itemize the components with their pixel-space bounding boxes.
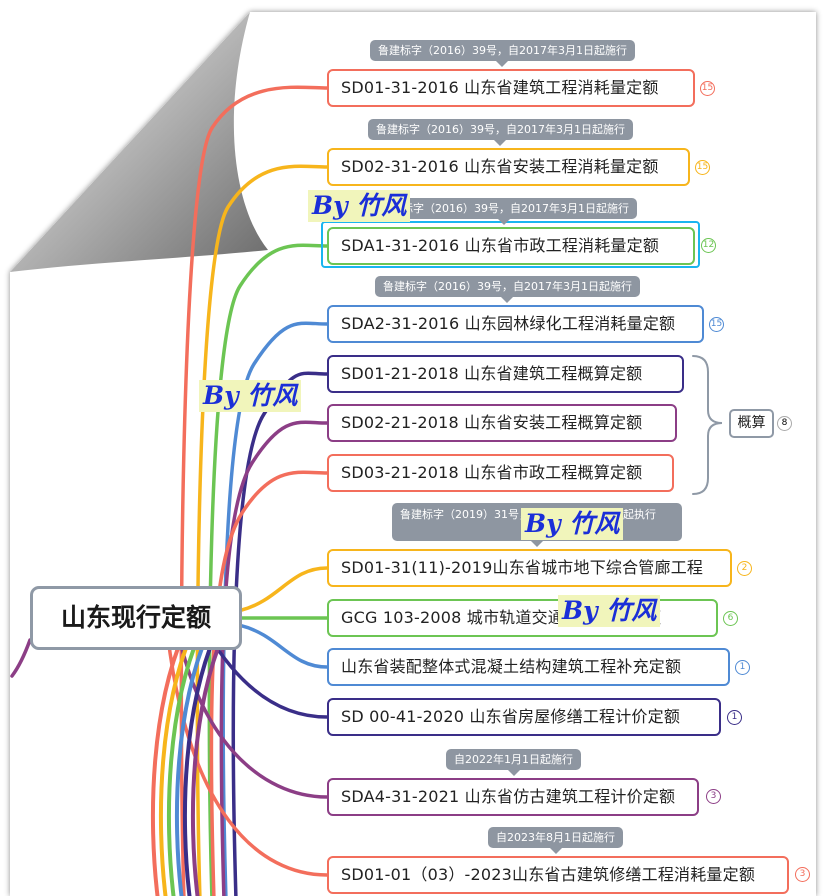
connector-line [158, 618, 200, 896]
connector-line [174, 618, 329, 799]
branch-node[interactable]: SD01-31-2016 山东省建筑工程消耗量定额 [327, 69, 695, 107]
summary-node[interactable]: 概算 [729, 409, 774, 438]
count-badge[interactable]: 3 [795, 867, 810, 882]
branch-node[interactable]: SD02-21-2018 山东省安装工程概算定额 [327, 404, 677, 442]
branch-node[interactable]: SD02-31-2016 山东省安装工程消耗量定额 [327, 148, 690, 186]
connector-line [238, 623, 329, 669]
connector-line [164, 618, 329, 877]
count-badge[interactable]: 1 [735, 660, 750, 675]
watermark: By 竹风 [558, 595, 661, 627]
central-topic[interactable]: 山东现行定额 [30, 586, 242, 650]
connector-line [174, 618, 216, 896]
connector-line [150, 618, 192, 896]
group-bracket [692, 355, 723, 495]
connector-line [182, 618, 224, 896]
connector-line [190, 618, 232, 896]
connector-line [209, 470, 329, 896]
count-badge[interactable]: 2 [737, 561, 752, 576]
connector-line [207, 243, 329, 896]
branch-node[interactable]: SD 00-41-2020 山东省房屋修缮工程计价定额 [327, 698, 721, 736]
connector-line [231, 371, 329, 896]
branch-node[interactable]: SDA1-31-2016 山东省市政工程消耗量定额 [327, 227, 695, 265]
branch-node[interactable]: SD03-21-2018 山东省市政工程概算定额 [327, 454, 674, 492]
watermark: By 竹风 [199, 380, 302, 412]
node-label: 自2023年8月1日起施行 [488, 827, 623, 854]
branch-node[interactable]: SD01-21-2018 山东省建筑工程概算定额 [327, 355, 684, 393]
count-badge[interactable]: 15 [700, 81, 715, 96]
connector-line [219, 420, 329, 896]
node-label: 鲁建标字（2016）39号，自2017年3月1日起施行 [375, 276, 640, 303]
node-label: 自2022年1月1日起施行 [446, 749, 581, 776]
branch-node[interactable]: SDA4-31-2021 山东省仿古建筑工程计价定额 [327, 778, 699, 816]
count-badge[interactable]: 6 [723, 611, 738, 626]
branch-node[interactable]: 山东省装配整体式混凝土结构建筑工程补充定额 [327, 648, 730, 686]
count-badge[interactable]: 12 [701, 238, 716, 253]
branch-node[interactable]: SDA2-31-2016 山东园林绿化工程消耗量定额 [327, 305, 704, 343]
count-badge[interactable]: 15 [709, 317, 724, 332]
count-badge[interactable]: 1 [727, 710, 742, 725]
count-badge[interactable]: 15 [695, 160, 710, 175]
connector-line [166, 618, 208, 896]
connector-line [10, 638, 32, 678]
watermark: By 竹风 [308, 190, 411, 222]
node-label: 鲁建标字（2016）39号，自2017年3月1日起施行 [372, 198, 637, 225]
connector-line [238, 566, 329, 613]
count-badge[interactable]: 3 [706, 789, 721, 804]
node-label: 鲁建标字（2016）39号，自2017年3月1日起施行 [370, 40, 635, 67]
count-badge[interactable]: 8 [777, 416, 792, 431]
selection-highlight [321, 221, 700, 268]
branch-node[interactable]: SD01-01（03）-2023山东省古建筑修缮工程消耗量定额 [327, 856, 789, 894]
branch-node[interactable]: SD01-31(11)-2019山东省城市地下综合管廊工程 [327, 549, 732, 587]
watermark: By 竹风 [521, 508, 624, 540]
node-label: 鲁建标字（2016）39号，自2017年3月1日起施行 [368, 119, 633, 146]
connector-line [221, 321, 329, 896]
connector-line [195, 164, 329, 896]
